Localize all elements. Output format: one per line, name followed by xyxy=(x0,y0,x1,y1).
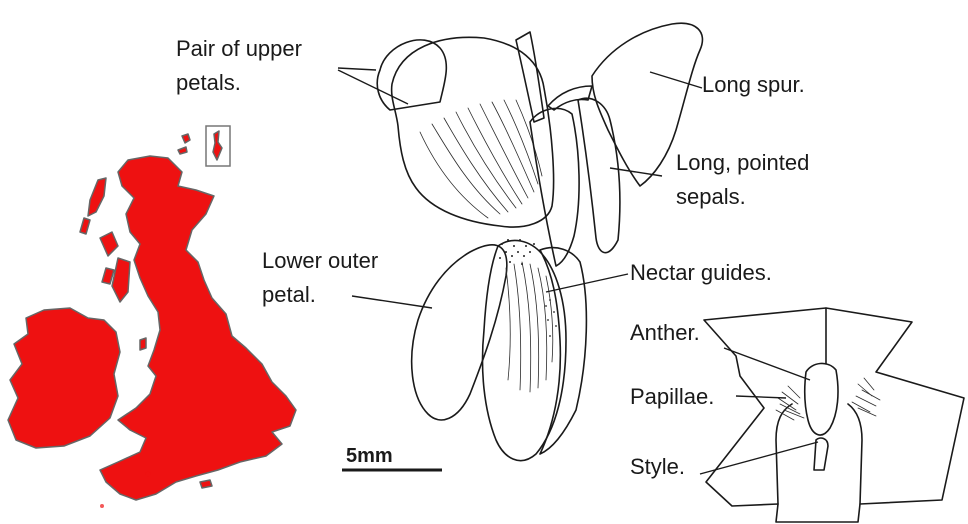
label-papillae: Papillae. xyxy=(630,384,714,409)
leader-lower-petal xyxy=(352,296,432,308)
isle-of-wight xyxy=(200,480,212,488)
sepal-right xyxy=(578,98,620,252)
detail-inner-lines xyxy=(776,308,862,504)
leader-long-spur xyxy=(650,72,702,88)
label-lower-petal-2: petal. xyxy=(262,282,316,307)
channel-islands xyxy=(146,472,151,477)
label-long-spur: Long spur. xyxy=(702,72,805,97)
label-upper-petals-1: Pair of upper xyxy=(176,36,302,61)
distribution-map xyxy=(8,126,296,508)
scale-bar-label: 5mm xyxy=(346,445,393,467)
detail-papillae-left xyxy=(776,386,804,420)
detail-outline xyxy=(704,308,964,522)
isle-of-man xyxy=(140,338,146,350)
style-column xyxy=(516,32,544,122)
scale-bar: 5mm xyxy=(342,445,442,470)
ireland xyxy=(8,308,120,448)
shetland-islands xyxy=(213,131,222,160)
label-style: Style. xyxy=(630,454,685,479)
detail-papillae-right xyxy=(852,378,880,416)
label-anther: Anther. xyxy=(630,320,700,345)
nectar-guide-lines xyxy=(506,262,553,392)
upper-petal-back xyxy=(377,40,446,110)
detail-anther xyxy=(805,363,838,435)
label-nectar-guides: Nectar guides. xyxy=(630,260,772,285)
leader-style xyxy=(700,442,818,474)
leader-papillae xyxy=(736,396,786,398)
orkney-islands xyxy=(178,134,190,154)
leader-upper-petals-a xyxy=(338,68,376,70)
label-upper-petals-2: petals. xyxy=(176,70,241,95)
label-sepals-2: sepals. xyxy=(676,184,746,209)
label-sepals-1: Long, pointed xyxy=(676,150,809,175)
sepal-left xyxy=(530,108,579,266)
leader-upper-petals-b xyxy=(338,70,408,104)
petal-veins xyxy=(420,100,542,218)
western-isles xyxy=(80,178,130,302)
scilly-isles xyxy=(100,504,104,508)
flower-detail xyxy=(704,308,964,522)
lower-outer-petal xyxy=(412,245,507,420)
great-britain xyxy=(100,156,296,500)
label-lower-petal-1: Lower outer xyxy=(262,248,378,273)
